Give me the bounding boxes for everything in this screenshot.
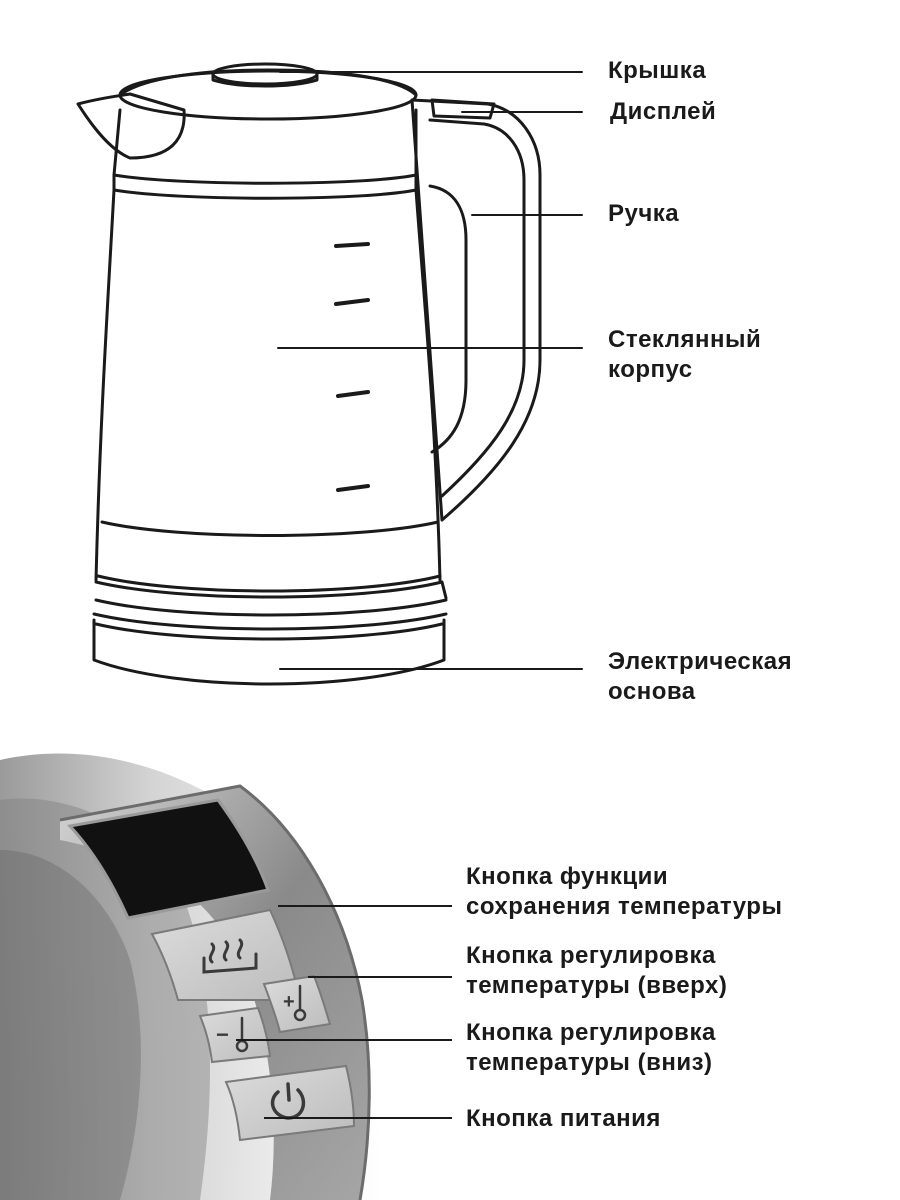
- label-power-button: Кнопка питания: [466, 1105, 661, 1132]
- kettle-leader-lines: [277, 71, 583, 670]
- kettle-display: [430, 98, 496, 120]
- label-glass-body-line1: Стеклянный: [608, 326, 762, 353]
- label-temp-up-line1: Кнопка регулировка: [466, 942, 716, 969]
- steam-icon: [202, 938, 258, 974]
- temp-up-glyph: +: [283, 991, 295, 1013]
- label-keep-warm-button: Кнопка функции сохранения температуры: [466, 862, 782, 922]
- label-handle: Ручка: [608, 200, 680, 227]
- label-glass-body: Стеклянный корпус: [608, 325, 761, 385]
- label-display: Дисплей: [610, 98, 717, 125]
- thermometer-up-icon: [293, 984, 307, 1022]
- label-temp-up-line2: температуры (вверх): [466, 972, 728, 999]
- kettle-spout: [76, 92, 186, 160]
- label-glass-body-line2: корпус: [608, 356, 693, 383]
- label-temp-up-button: Кнопка регулировка температуры (вверх): [466, 941, 727, 1001]
- label-electric-base-line2: основа: [608, 678, 696, 705]
- panel-leader-lines: [236, 905, 452, 1119]
- label-temp-down-line1: Кнопка регулировка: [466, 1019, 716, 1046]
- temp-down-glyph: −: [216, 1022, 229, 1047]
- label-temp-down-line2: температуры (вниз): [466, 1049, 713, 1076]
- kettle-handle-inner: [428, 118, 526, 498]
- kettle-drawing: [76, 62, 583, 686]
- kettle-handle-grip: [428, 184, 468, 454]
- kettle-glass-body: [94, 188, 116, 582]
- label-keep-warm-line1: Кнопка функции: [466, 863, 669, 890]
- panel-display-screen: [67, 798, 270, 920]
- label-electric-base: Электрическая основа: [608, 647, 792, 707]
- temp-up-button[interactable]: [262, 974, 332, 1034]
- label-electric-base-line1: Электрическая: [608, 648, 793, 675]
- label-temp-down-button: Кнопка регулировка температуры (вниз): [466, 1018, 716, 1078]
- label-lid: Крышка: [608, 57, 707, 84]
- label-keep-warm-line2: сохранения температуры: [466, 893, 783, 920]
- power-button[interactable]: [224, 1064, 356, 1142]
- kettle-scale-marks: [334, 242, 370, 492]
- temp-down-button[interactable]: [198, 1006, 272, 1064]
- kettle-handle: [410, 98, 542, 522]
